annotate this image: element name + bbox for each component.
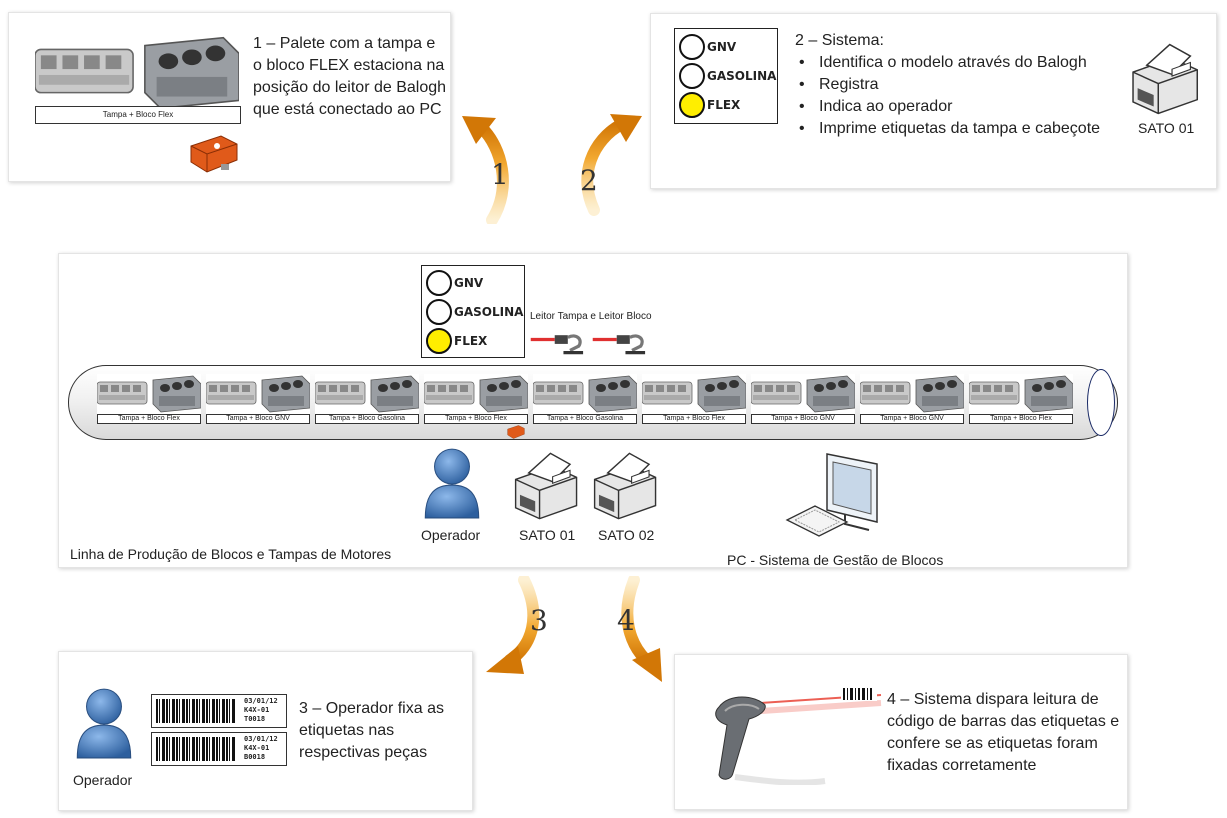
list-item: Registra (795, 74, 1100, 96)
arrow-1-number: 1 (491, 158, 509, 191)
pallet-caption: Tampa + Bloco Flex (969, 414, 1073, 424)
gasolina-light-icon (679, 63, 705, 89)
line-status-flex-label: FLEX (454, 334, 488, 348)
conveyor-end (1087, 369, 1115, 436)
fuel-status-indicator: GNV GASOLINA FLEX (674, 28, 778, 124)
engine-image (533, 374, 637, 414)
status-gasolina: GASOLINA (679, 63, 776, 89)
status-flex-label: FLEX (707, 98, 741, 112)
line-status-gasolina: GASOLINA (426, 299, 523, 325)
step2-panel: GNV GASOLINA FLEX 2 – Sistema: Identific… (650, 13, 1217, 189)
status-flex: FLEX (679, 92, 740, 118)
engine-image (424, 374, 528, 414)
list-item: Identifica o modelo através do Balogh (795, 52, 1100, 74)
engine-image (35, 36, 239, 110)
pallet-caption: Tampa + Bloco GNV (860, 414, 964, 424)
gnv-light-icon (679, 34, 705, 60)
status-gasolina-label: GASOLINA (707, 69, 777, 83)
step1-text: 1 – Palete com a tampa e o bloco FLEX es… (253, 35, 447, 118)
engine-caption: Tampa + Bloco Flex (35, 106, 241, 124)
step3-text: 3 – Operador fixa as etiquetas nas respe… (299, 700, 444, 761)
engine-image (642, 374, 746, 414)
pallet-caption: Tampa + Bloco Gasolina (533, 414, 637, 424)
engine-image (969, 374, 1073, 414)
flex-light-icon (679, 92, 705, 118)
operator-avatar (424, 448, 480, 519)
line-title: Linha de Produção de Blocos e Tampas de … (70, 546, 392, 562)
arrow-3-number: 3 (530, 604, 548, 637)
status-gnv-label: GNV (707, 40, 737, 54)
arrow-1-icon (462, 116, 509, 224)
barcode-scanner-icon (715, 687, 882, 785)
step2-bullet-list: Identifica o modelo através do Balogh Re… (795, 52, 1100, 140)
pallet-caption: Tampa + Bloco Gasolina (315, 414, 419, 424)
line-status-flex: FLEX (426, 328, 487, 354)
reader-label: Leitor Tampa e Leitor Bloco (530, 311, 652, 322)
barcode-label-tampa-text: 03/01/12 K4X-01 T0018 (244, 697, 278, 723)
arrow-3-icon (486, 576, 540, 674)
pallet-caption: Tampa + Bloco GNV (751, 414, 855, 424)
step4-text: 4 – Sistema dispara leitura de código de… (887, 691, 1120, 774)
barcode-label-tampa: 03/01/12 K4X-01 T0018 (151, 694, 287, 728)
gasolina-light-icon (426, 299, 452, 325)
engine-image (751, 374, 855, 414)
engine-image (206, 374, 310, 414)
printer-sato01-label: SATO 01 (519, 527, 576, 543)
gnv-light-icon (426, 270, 452, 296)
step1-panel: Tampa + Bloco Flex 1 – Palete com a tamp… (8, 12, 451, 182)
pallet-caption: Tampa + Bloco GNV (206, 414, 310, 424)
barcode-label-bloco: 03/01/12 K4X-01 B0018 (151, 732, 287, 766)
arrow-2-icon (581, 114, 642, 216)
barcode-icon (156, 737, 236, 761)
arrow-4-icon (621, 576, 662, 682)
block-reader-icon (592, 333, 647, 355)
step2-title: 2 – Sistema: (795, 32, 884, 49)
pallet-caption: Tampa + Bloco Flex (97, 414, 201, 424)
engine-image (97, 374, 201, 414)
computer-icon (785, 453, 878, 537)
arrow-2-number: 2 (580, 164, 598, 197)
line-fuel-status-indicator: GNV GASOLINA FLEX (421, 265, 525, 358)
barcode-label-bloco-text: 03/01/12 K4X-01 B0018 (244, 735, 278, 761)
lid-reader-icon (530, 333, 585, 355)
pallet-caption: Tampa + Bloco Flex (424, 414, 528, 424)
status-gnv: GNV (679, 34, 736, 60)
balogh-reader-small-icon (507, 425, 525, 439)
flex-light-icon (426, 328, 452, 354)
balogh-reader-icon (190, 135, 238, 173)
printer-sato02-label: SATO 02 (598, 527, 655, 543)
operator-label: Operador (73, 772, 133, 788)
arrow-4-number: 4 (617, 604, 635, 637)
line-status-gnv-label: GNV (454, 276, 484, 290)
printer-label: SATO 01 (1138, 120, 1195, 136)
line-status-gasolina-label: GASOLINA (454, 305, 524, 319)
line-status-gnv: GNV (426, 270, 483, 296)
step3-panel: Operador 03/01/12 K4X-01 T0018 03/01/12 … (58, 651, 473, 811)
pc-label: PC - Sistema de Gestão de Blocos (727, 552, 944, 568)
operator-label: Operador (421, 527, 481, 543)
list-item: Indica ao operador (795, 96, 1100, 118)
list-item: Imprime etiquetas da tampa e cabeçote (795, 118, 1100, 140)
pallet-caption: Tampa + Bloco Flex (642, 414, 746, 424)
engine-image (860, 374, 964, 414)
operator-avatar (76, 688, 132, 759)
printer-sato02-icon (593, 452, 657, 520)
printer-sato01-icon (514, 452, 578, 520)
step4-panel: 4 – Sistema dispara leitura de código de… (674, 654, 1128, 810)
barcode-icon (156, 699, 236, 723)
engine-image (315, 374, 419, 414)
printer-icon (1132, 43, 1199, 115)
